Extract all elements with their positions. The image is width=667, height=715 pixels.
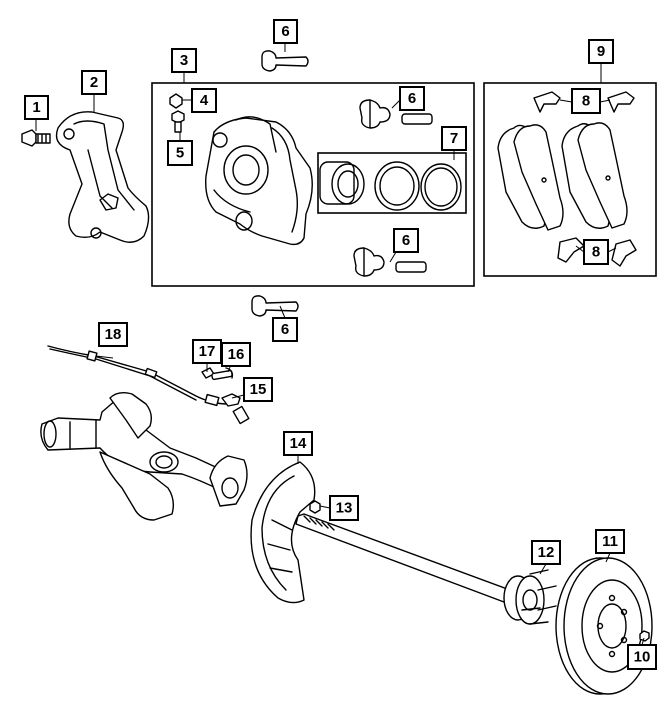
callout-label-5: 5 <box>176 145 184 162</box>
pad-clip-part-8-bottom <box>557 237 637 267</box>
hub-bearing-part-12 <box>503 569 557 625</box>
callout-12: 12 <box>531 540 561 565</box>
callout-15: 15 <box>243 377 273 402</box>
callout-label-8-bottom: 8 <box>592 244 600 261</box>
callout-label-4: 4 <box>200 92 209 109</box>
callout-1: 1 <box>24 95 49 120</box>
callout-label-14: 14 <box>290 435 307 452</box>
dust-shield-part-14 <box>250 461 316 604</box>
callout-label-6-bottom: 6 <box>281 321 289 338</box>
leader-lines <box>35 43 645 646</box>
guide-pin-part-6-top <box>261 50 309 72</box>
rotor-screw-part-10 <box>639 630 650 642</box>
callout-8-bottom: 8 <box>583 239 609 265</box>
callout-14: 14 <box>283 431 313 456</box>
callout-5: 5 <box>167 140 193 166</box>
callout-9: 9 <box>588 39 614 64</box>
callout-11: 11 <box>595 529 625 554</box>
callout-3: 3 <box>171 48 197 73</box>
caliper-group-frame <box>151 82 475 287</box>
seal-kit-frame <box>317 152 467 214</box>
callout-8-top: 8 <box>571 88 601 114</box>
callout-2: 2 <box>81 70 107 95</box>
callout-6-bottom: 6 <box>272 317 298 342</box>
callout-label-7: 7 <box>450 130 458 147</box>
callout-7: 7 <box>441 126 467 151</box>
callout-label-12: 12 <box>538 544 555 561</box>
bleeder-screw-part-5 <box>171 110 185 133</box>
seal-kit-part-7 <box>319 161 462 211</box>
callout-label-16: 16 <box>228 346 245 363</box>
guide-boot-part-6-upper <box>359 99 433 129</box>
axle-shaft <box>295 513 513 603</box>
callout-13: 13 <box>329 495 359 521</box>
callout-label-18: 18 <box>105 326 122 343</box>
caliper-bracket-part-2 <box>55 111 150 243</box>
callout-label-17: 17 <box>199 343 216 360</box>
callout-label-2: 2 <box>90 74 98 91</box>
callout-17: 17 <box>192 339 222 364</box>
brake-pads-group-9 <box>497 122 628 231</box>
callout-6-lower: 6 <box>393 228 419 253</box>
caliper-body-part-3 <box>205 116 313 246</box>
callout-label-6-top: 6 <box>281 23 289 40</box>
bleeder-cap-part-4 <box>169 93 183 109</box>
callout-label-8-top: 8 <box>582 93 590 110</box>
brake-rotor-part-11 <box>555 557 653 695</box>
rear-axle-housing <box>40 391 248 521</box>
guide-boot-part-6-lower <box>353 247 427 277</box>
callout-label-15: 15 <box>250 381 267 398</box>
nut-part-13 <box>309 500 321 514</box>
callout-label-11: 11 <box>602 533 618 550</box>
pad-clip-part-8-top <box>533 91 635 113</box>
callout-18: 18 <box>98 322 128 347</box>
callout-label-13: 13 <box>336 500 353 517</box>
callout-16: 16 <box>221 342 251 367</box>
callout-label-9: 9 <box>597 43 605 60</box>
guide-pin-part-6-bottom <box>251 295 299 317</box>
callout-4: 4 <box>191 88 217 113</box>
callout-6-upper: 6 <box>399 86 425 111</box>
callout-label-10: 10 <box>634 649 651 666</box>
callout-label-3: 3 <box>180 52 188 69</box>
callout-6-top: 6 <box>273 19 298 44</box>
callout-10: 10 <box>627 644 657 670</box>
brake-pad-group-frame <box>483 82 657 277</box>
bolt-part-1 <box>21 129 51 147</box>
callout-label-1: 1 <box>32 99 40 116</box>
cable-bolt-part-16 <box>211 367 234 381</box>
callout-label-6-lower: 6 <box>402 232 410 249</box>
callout-label-6-upper: 6 <box>408 90 416 107</box>
parking-brake-cable-part-18 <box>47 345 229 407</box>
